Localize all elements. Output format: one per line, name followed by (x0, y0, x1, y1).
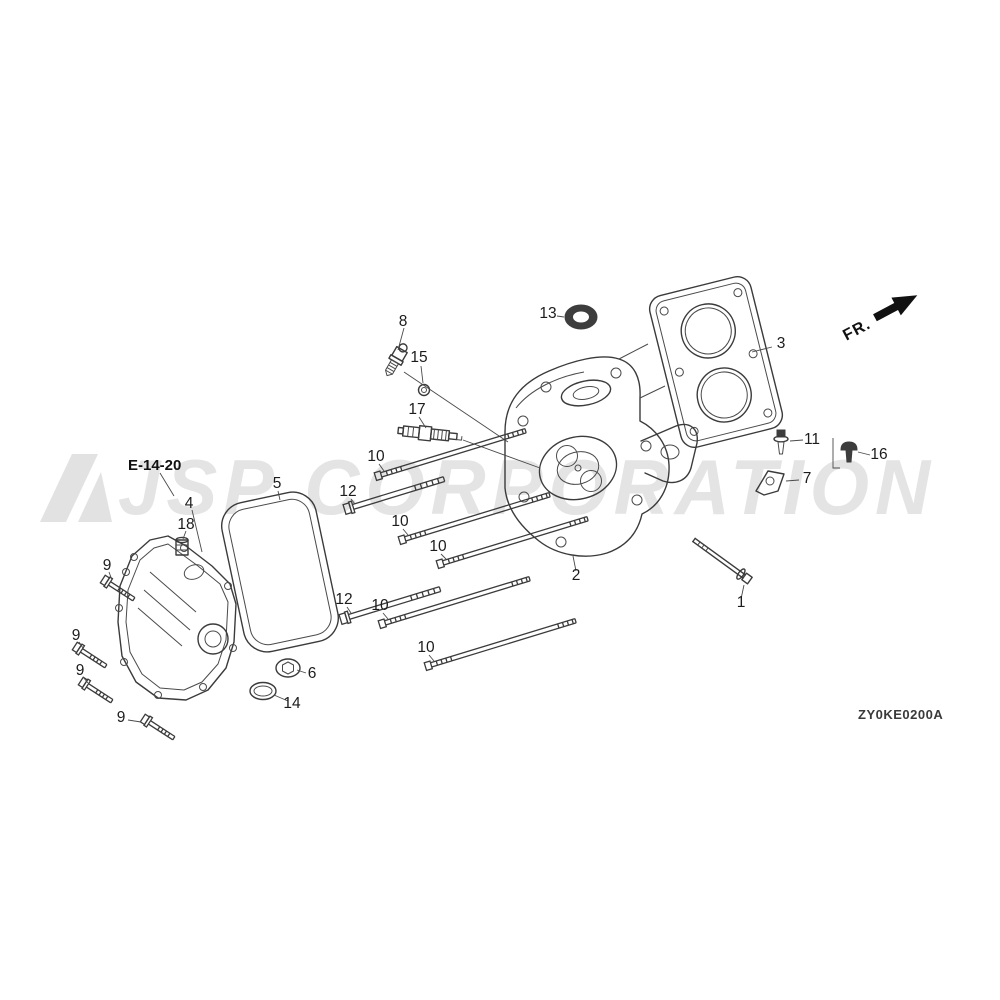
part-labels: 8 13 3 15 17 11 16 7 5 4 18 10 12 10 10 … (72, 305, 888, 726)
cover-bolt-1 (99, 573, 138, 605)
leader-sensor-to-head (403, 371, 509, 443)
front-direction-label: FR. (840, 316, 873, 345)
cover-bolt-3 (77, 675, 116, 707)
part-label-1: 1 (737, 594, 746, 611)
part-label-10-d: 10 (371, 597, 389, 614)
part-label-18: 18 (177, 516, 194, 533)
part-label-16: 16 (870, 446, 887, 463)
part-label-3: 3 (777, 335, 786, 352)
dowel-drawing (175, 536, 189, 556)
head-gasket-drawing (648, 276, 784, 448)
front-direction-marker: FR. (840, 295, 918, 345)
part-label-2: 2 (572, 567, 581, 584)
part-label-15: 15 (410, 349, 427, 366)
part-label-14: 14 (283, 695, 301, 712)
long-bolt-drawing (692, 537, 753, 585)
part-label-12-a: 12 (339, 483, 356, 500)
diagram-code: ZY0KE0200A (858, 707, 943, 722)
part-label-9-a: 9 (103, 557, 112, 574)
part-label-10-a: 10 (367, 448, 385, 465)
cover-gasket-drawing (221, 491, 339, 653)
part-label-9-c: 9 (76, 662, 85, 679)
cylinder-head-drawing (504, 343, 698, 557)
part-label-5: 5 (273, 475, 282, 492)
part-label-10-e: 10 (417, 639, 435, 656)
stud-bolt-5 (423, 616, 578, 672)
part-label-10-b: 10 (391, 513, 409, 530)
part-label-9-b: 9 (72, 627, 81, 644)
filler-plug-drawing (275, 658, 301, 678)
o-ring-drawing (249, 681, 277, 701)
watermark-text: JSP CORPORATION (118, 443, 936, 531)
watermark-logo-triangle (78, 472, 112, 522)
clip-drawing (832, 438, 858, 469)
thermo-sensor-drawing (385, 343, 408, 377)
spark-plug-drawing (397, 424, 463, 442)
part-label-12-b: 12 (335, 591, 352, 608)
leader-lines (78, 315, 871, 723)
reference-label: E-14-20 (128, 457, 181, 474)
part-label-9-d: 9 (117, 709, 126, 726)
part-label-6: 6 (308, 665, 317, 682)
part-label-8: 8 (399, 313, 408, 330)
head-cover-drawing (115, 535, 237, 701)
part-label-10-c: 10 (429, 538, 447, 555)
part-label-13: 13 (539, 305, 556, 322)
leader-plug-to-head (462, 439, 541, 469)
front-arrow-icon (873, 295, 918, 322)
part-label-17: 17 (408, 401, 425, 418)
stud-bolt-4 (377, 574, 532, 630)
small-bolt-drawing (773, 429, 789, 455)
watermark-logo-bar (40, 454, 98, 522)
sealing-washer-drawing (417, 383, 431, 397)
part-label-7: 7 (803, 470, 812, 487)
watermark: JSP CORPORATION (40, 443, 936, 531)
cover-bolt-4 (139, 712, 178, 744)
part-label-4: 4 (185, 495, 194, 512)
bracket-drawing (755, 470, 785, 496)
part-label-11: 11 (804, 431, 820, 448)
seal-drawing (564, 304, 598, 330)
